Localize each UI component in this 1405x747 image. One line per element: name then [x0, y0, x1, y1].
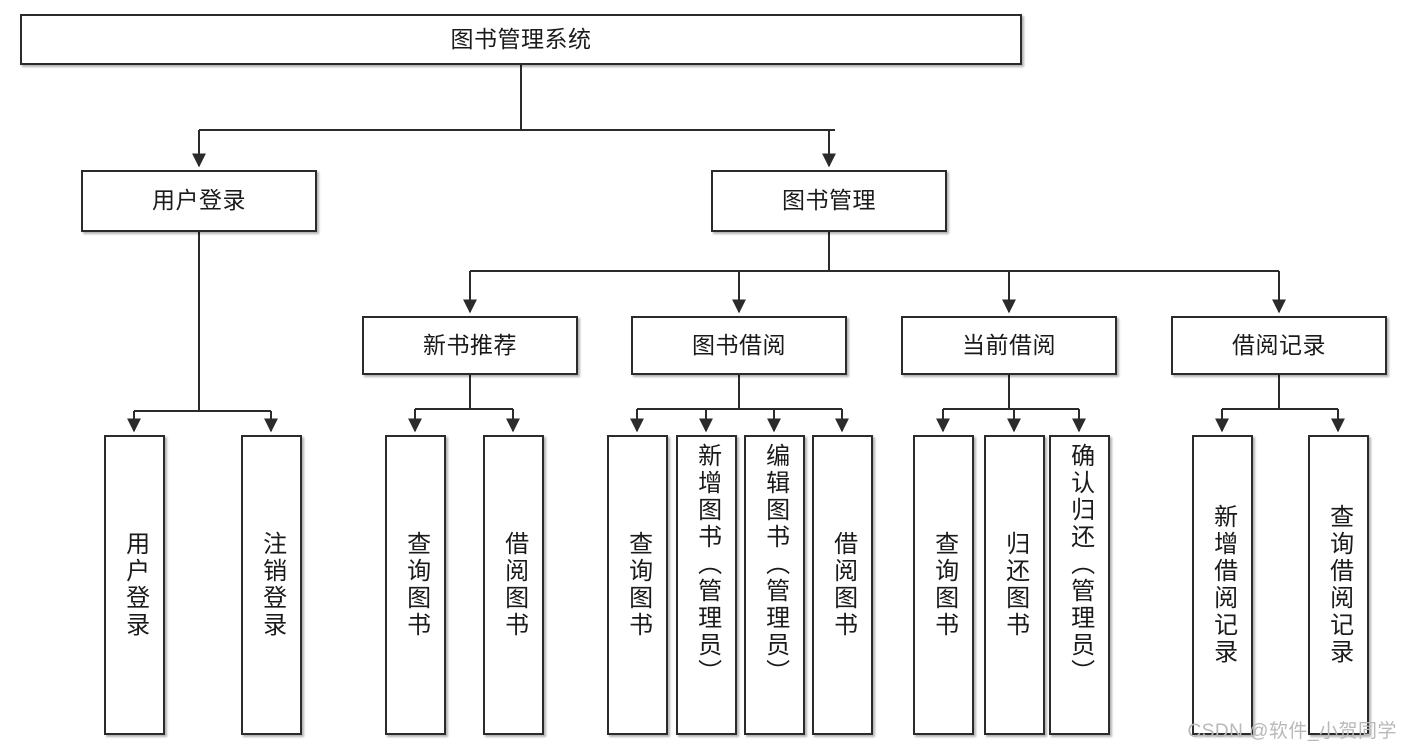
node-borrow-record-label: 借阅记录 — [1232, 331, 1326, 358]
leaf-query-book-current-label: 查询图书 — [930, 531, 958, 639]
leaf-add-book-admin-label: 新增图书（管理员） — [693, 443, 721, 686]
leaf-query-book-recommend-label: 查询图书 — [402, 531, 430, 639]
leaf-return-book-label: 归还图书 — [1001, 531, 1029, 639]
leaf-confirm-return-admin[interactable]: 确认归还（管理员） — [1049, 435, 1110, 735]
leaf-user-login[interactable]: 用户登录 — [104, 435, 165, 735]
leaf-borrow-book[interactable]: 借阅图书 — [812, 435, 873, 735]
node-root[interactable]: 图书管理系统 — [20, 14, 1022, 65]
leaf-query-book-current[interactable]: 查询图书 — [913, 435, 974, 735]
leaf-borrow-book-recommend-label: 借阅图书 — [500, 531, 528, 639]
node-borrow-record[interactable]: 借阅记录 — [1171, 316, 1387, 375]
leaf-user-login-label: 用户登录 — [121, 531, 149, 639]
leaf-add-borrow-record-label: 新增借阅记录 — [1209, 504, 1237, 666]
leaf-inner: 查询图书 — [387, 437, 444, 733]
node-new-book-recommend[interactable]: 新书推荐 — [362, 316, 578, 375]
leaf-edit-book-admin-label: 编辑图书（管理员） — [761, 443, 789, 686]
node-current-borrow-label: 当前借阅 — [962, 331, 1056, 358]
leaf-inner: 新增借阅记录 — [1194, 437, 1251, 733]
node-user-login[interactable]: 用户登录 — [81, 170, 317, 232]
node-current-borrow[interactable]: 当前借阅 — [901, 316, 1117, 375]
leaf-inner: 查询借阅记录 — [1310, 437, 1367, 733]
leaf-inner: 编辑图书（管理员） — [746, 437, 803, 733]
leaf-edit-book-admin[interactable]: 编辑图书（管理员） — [744, 435, 805, 735]
leaf-return-book[interactable]: 归还图书 — [984, 435, 1045, 735]
leaf-query-borrow-record[interactable]: 查询借阅记录 — [1308, 435, 1369, 735]
leaf-inner: 借阅图书 — [814, 437, 871, 733]
leaf-logout-label: 注销登录 — [258, 531, 286, 639]
node-new-book-recommend-label: 新书推荐 — [423, 331, 517, 358]
leaf-inner: 新增图书（管理员） — [678, 437, 735, 733]
leaf-query-book-borrow[interactable]: 查询图书 — [607, 435, 668, 735]
node-root-label: 图书管理系统 — [450, 25, 592, 52]
leaf-borrow-book-recommend[interactable]: 借阅图书 — [483, 435, 544, 735]
leaf-add-borrow-record[interactable]: 新增借阅记录 — [1192, 435, 1253, 735]
node-book-borrow[interactable]: 图书借阅 — [631, 316, 847, 375]
leaf-add-book-admin[interactable]: 新增图书（管理员） — [676, 435, 737, 735]
leaf-logout[interactable]: 注销登录 — [241, 435, 302, 735]
leaf-inner: 借阅图书 — [485, 437, 542, 733]
leaf-borrow-book-label: 借阅图书 — [829, 531, 857, 639]
leaf-query-book-borrow-label: 查询图书 — [624, 531, 652, 639]
leaf-inner: 注销登录 — [243, 437, 300, 733]
leaf-inner: 归还图书 — [986, 437, 1043, 733]
leaf-confirm-return-admin-label: 确认归还（管理员） — [1066, 443, 1094, 686]
node-book-borrow-label: 图书借阅 — [692, 331, 786, 358]
leaf-inner: 查询图书 — [915, 437, 972, 733]
node-book-management[interactable]: 图书管理 — [711, 170, 947, 232]
leaf-inner: 确认归还（管理员） — [1051, 437, 1108, 733]
node-book-management-label: 图书管理 — [782, 187, 876, 214]
leaf-query-borrow-record-label: 查询借阅记录 — [1325, 504, 1353, 666]
leaf-inner: 查询图书 — [609, 437, 666, 733]
leaf-inner: 用户登录 — [106, 437, 163, 733]
leaf-query-book-recommend[interactable]: 查询图书 — [385, 435, 446, 735]
node-user-login-label: 用户登录 — [152, 187, 246, 214]
